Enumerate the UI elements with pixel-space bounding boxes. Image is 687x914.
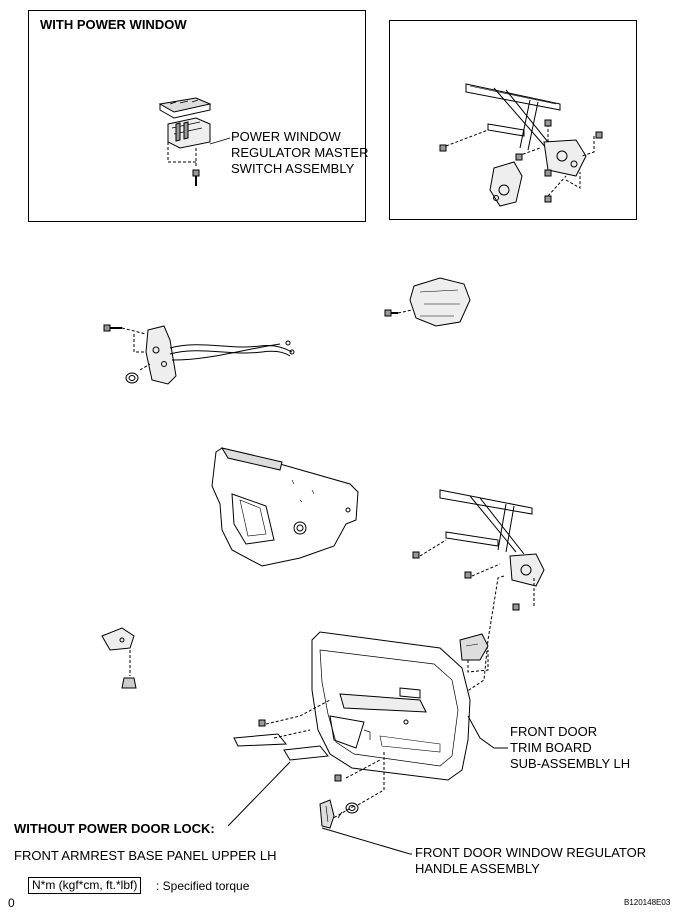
regulator-handle-illustration: [319, 799, 335, 829]
bolt-icon: [103, 324, 122, 332]
handle-label-line1: FRONT DOOR WINDOW REGULATOR: [415, 845, 647, 860]
bolt-icon: [258, 719, 342, 782]
door-lock-illustration: [145, 325, 295, 385]
clip-icon: [121, 677, 137, 689]
grommet-icon: [125, 372, 139, 384]
bolt-icon: [384, 309, 398, 317]
door-inner-panel-illustration: [211, 447, 359, 567]
bolt-icon: [192, 169, 200, 186]
torque-legend-desc: : Specified torque: [156, 879, 250, 893]
inset-regulator: [389, 20, 637, 220]
switch-label-line1: POWER WINDOW: [231, 129, 341, 144]
without-power-door-lock-label: WITHOUT POWER DOOR LOCK:: [14, 821, 215, 836]
trim-board-label-line2: TRIM BOARD: [510, 740, 592, 755]
footer-left-mark: 0: [8, 896, 15, 910]
torque-legend-box: N*m (kgf*cm, ft.*lbf): [28, 877, 142, 894]
figure-code: B120148E03: [624, 898, 671, 907]
trim-board-label-line3: SUB-ASSEMBLY LH: [510, 756, 631, 771]
trim-board-label-line1: FRONT DOOR: [510, 724, 598, 739]
washer-icon: [345, 802, 359, 814]
switch-label-line2: REGULATOR MASTER: [231, 145, 369, 160]
armrest-pieces: [233, 733, 329, 761]
switch-label-line3: SWITCH ASSEMBLY: [231, 161, 355, 176]
handle-label-line2: HANDLE ASSEMBLY: [415, 861, 540, 876]
bolt-icon: [412, 551, 520, 611]
bolt-icon: [439, 119, 603, 203]
door-handle-part: [459, 633, 489, 661]
master-switch-illustration: [158, 97, 212, 149]
service-cover-illustration: [409, 277, 471, 327]
inset-title: WITH POWER WINDOW: [40, 17, 187, 32]
trim-board-illustration: [311, 631, 471, 781]
inset-power-window: [28, 10, 366, 222]
regulator-motor-illustration: [465, 83, 587, 207]
armrest-label: FRONT ARMREST BASE PANEL UPPER LH: [14, 848, 277, 863]
manual-regulator-illustration: [439, 489, 545, 587]
switch-bezel-illustration: [101, 627, 135, 651]
